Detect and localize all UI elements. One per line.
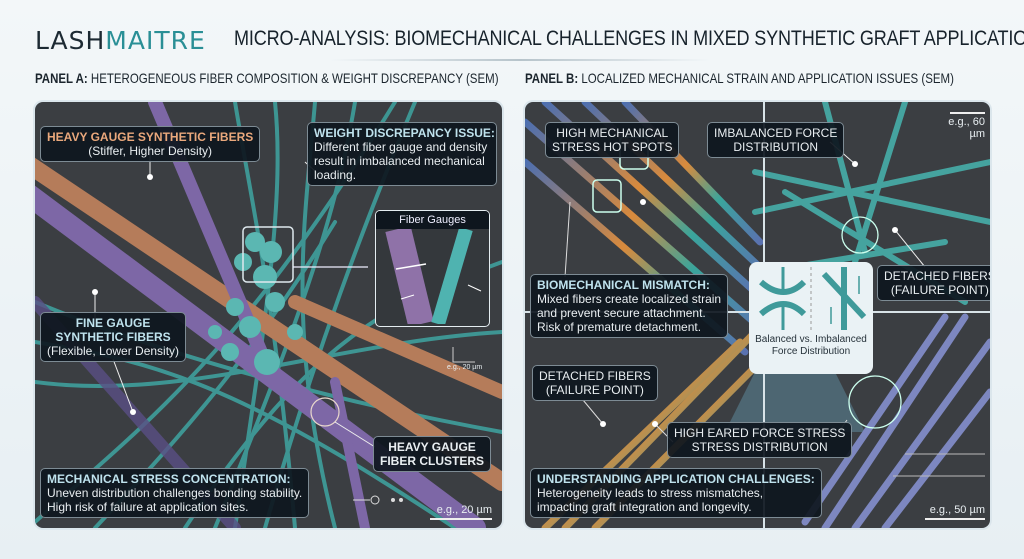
scale-bar-top: e.g., 60 µm (930, 112, 985, 140)
scale-bar: e.g., 50 µm (925, 504, 985, 520)
callout-detached-fibers-right: DETACHED FIBERS(FAILURE POINT) (877, 265, 990, 301)
panel-a-sem-image: HEAVY GAUGE SYNTHETIC FIBERS(Stiffer, Hi… (35, 102, 502, 528)
callout-detached-fibers-left: DETACHED FIBERS(FAILURE POINT) (532, 365, 658, 401)
logo: LASHMAITRE (35, 26, 206, 55)
inset-title: Fiber Gauges (376, 211, 489, 229)
inset-label-line1: Balanced vs. Imbalanced (755, 334, 867, 345)
page-title: MICRO-ANALYSIS: BIOMECHANICAL CHALLENGES… (234, 27, 1024, 50)
inset-label-line2: Force Distribution (771, 346, 851, 357)
callout-weight-discrepancy: WEIGHT DISCREPANCY ISSUE:Different fiber… (307, 122, 497, 186)
callout-mechanical-stress: MECHANICAL STRESS CONCENTRATION:Uneven d… (40, 468, 310, 518)
callout-heavy-gauge: HEAVY GAUGE SYNTHETIC FIBERS(Stiffer, Hi… (40, 126, 261, 162)
scale-bar-small: e.g., 20 µm (447, 364, 483, 371)
callout-understanding-challenges: UNDERSTANDING APPLICATION CHALLENGES:Het… (530, 468, 822, 518)
fiber-gauge-comparison (385, 229, 482, 324)
force-distribution-inset: Balanced vs. Imbalanced Force Distributi… (749, 262, 873, 374)
panel-b-heading: PANEL B: LOCALIZED MECHANICAL STRAIN AND… (525, 70, 954, 86)
balanced-imbalanced-force-icon (759, 267, 867, 330)
scale-bar: e.g., 20 µm (430, 504, 492, 520)
fiber-gauges-inset: Fiber Gauges (375, 210, 490, 327)
divider (330, 59, 710, 61)
panel-a-heading: PANEL A: HETEROGENEOUS FIBER COMPOSITION… (35, 70, 499, 86)
callout-biomechanical-mismatch: BIOMECHANICAL MISMATCH:Mixed fibers crea… (530, 274, 729, 338)
